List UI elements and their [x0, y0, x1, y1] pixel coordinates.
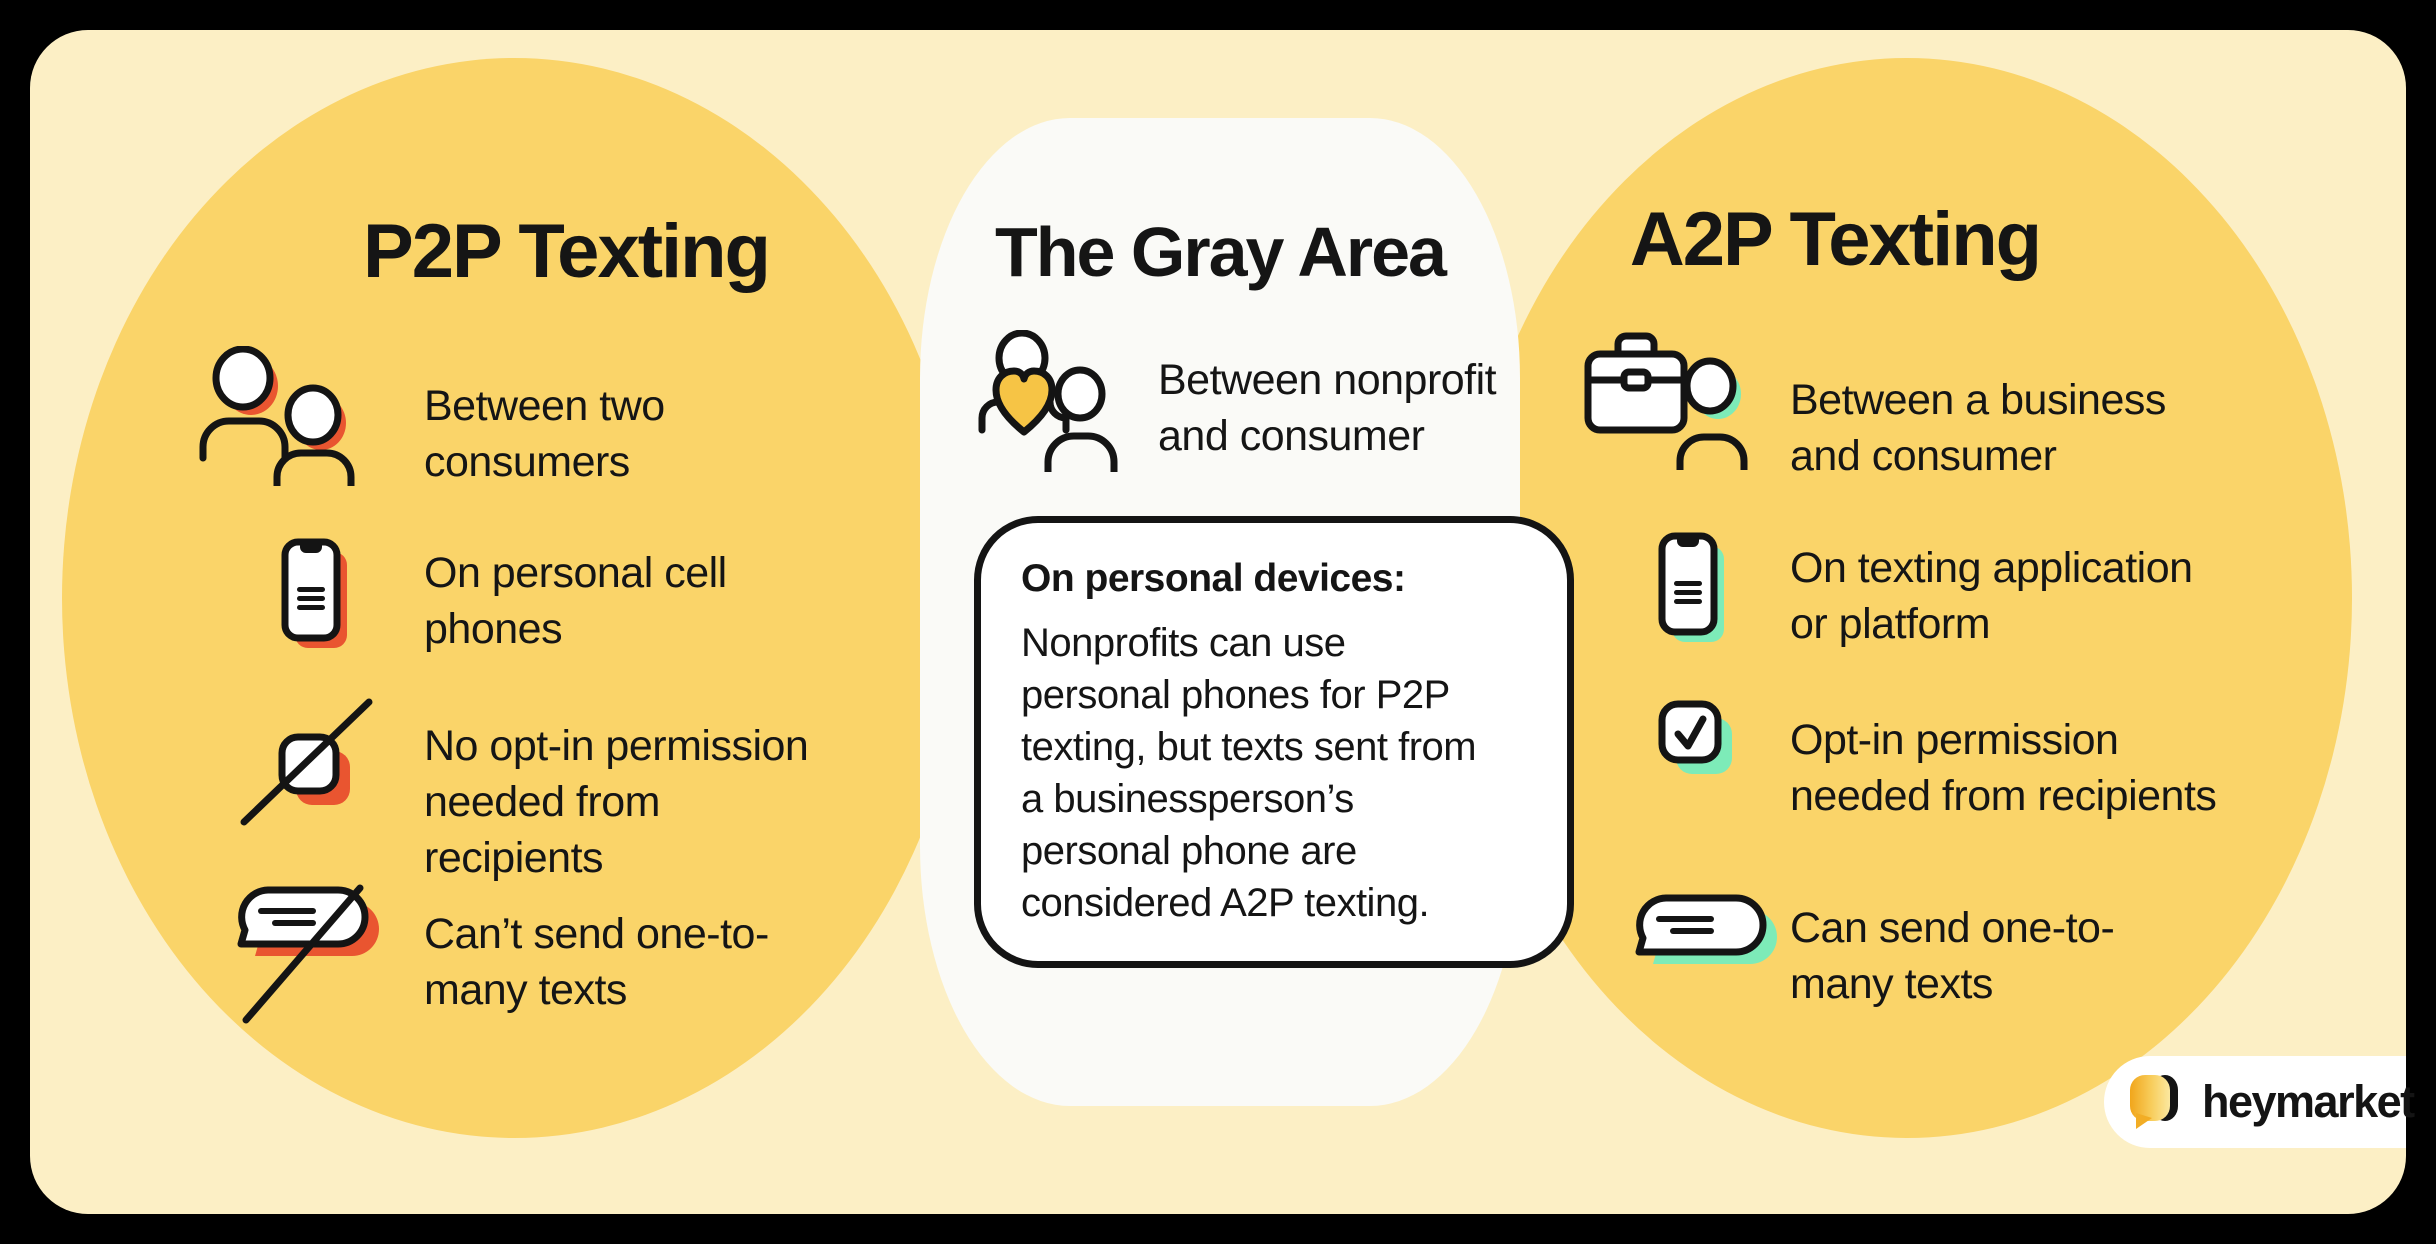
- a2p-item-text: Opt-in permission needed from recipients: [1790, 716, 2217, 820]
- p2p-item-text: Can’t send one-to- many texts: [424, 910, 769, 1014]
- gray-area-card: On personal devices: Nonprofits can use …: [974, 516, 1574, 968]
- broadcast-bubble-icon: [1630, 888, 1780, 988]
- opt-in-checkbox-icon: [1658, 700, 1740, 782]
- p2p-item-text: On personal cell phones: [424, 549, 727, 653]
- p2p-circle: [62, 58, 967, 1138]
- a2p-title: A2P Texting: [1629, 197, 2042, 282]
- heymarket-logo-text: heymarket: [2202, 1076, 2415, 1127]
- gray-area-title: The Gray Area: [995, 213, 1447, 291]
- p2p-item-text: No opt-in permission needed from recipie…: [424, 722, 809, 882]
- heymarket-logo-pill: heymarket: [2104, 1056, 2415, 1148]
- gray-area-subtitle: Between nonprofit and consumer: [1158, 356, 1497, 460]
- no-broadcast-bubble-icon: [232, 878, 384, 1026]
- a2p-circle: [1462, 58, 2352, 1138]
- a2p-item-text: On texting application or platform: [1790, 544, 2193, 648]
- personal-phone-icon: [281, 538, 353, 652]
- a2p-item-text: Can send one-to- many texts: [1790, 904, 2115, 1008]
- two-people-icon: [195, 346, 360, 486]
- no-opt-in-checkbox-icon: [238, 693, 375, 830]
- gray-card-title: On personal devices:: [1021, 557, 1406, 600]
- briefcase-person-icon: [1582, 330, 1750, 470]
- heymarket-speech-bubble-logo: [2128, 1073, 2190, 1131]
- a2p-item-text: Between a business and consumer: [1790, 376, 2166, 480]
- p2p-title: P2P Texting: [363, 209, 771, 294]
- gray-card-body: Nonprofits can use personal phones for P…: [1021, 621, 1477, 925]
- platform-phone-icon: [1658, 532, 1730, 646]
- p2p-item-text: Between two consumers: [424, 382, 665, 486]
- nonprofit-people-heart-icon: [972, 330, 1134, 472]
